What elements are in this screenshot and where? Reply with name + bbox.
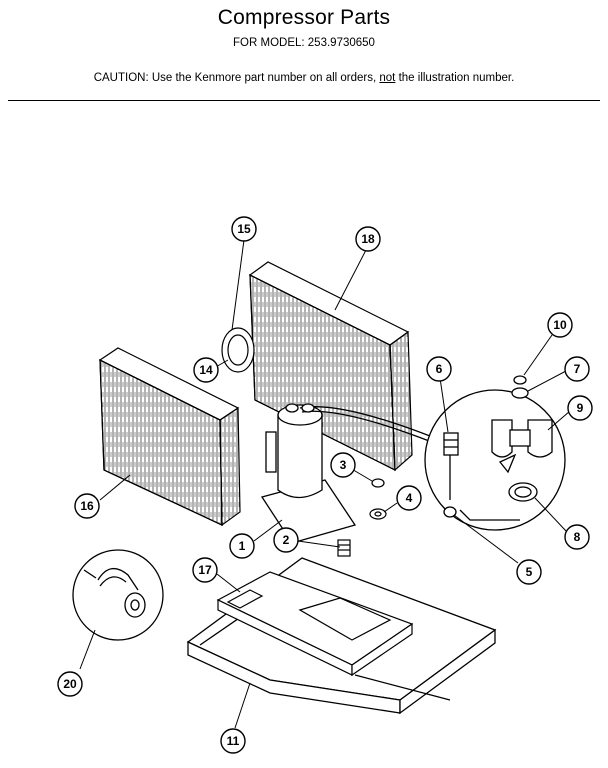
callout-11: 11 [220, 728, 246, 754]
callout-3: 3 [330, 452, 356, 478]
leader-lines [79, 239, 571, 729]
callout-label: 8 [574, 530, 581, 544]
callout-label: 2 [283, 533, 290, 547]
callout-2: 2 [273, 527, 299, 553]
terminal-detail [424, 375, 566, 531]
callout-20: 20 [57, 671, 83, 697]
callout-6: 6 [426, 356, 452, 382]
callout-label: 14 [199, 363, 213, 377]
caution-emphasis: not [379, 72, 396, 84]
callout-4: 4 [396, 485, 422, 511]
fan-shroud [221, 327, 255, 373]
caution-text: CAUTION: Use the Kenmore part number on … [93, 72, 380, 84]
callout-label: 5 [526, 565, 533, 579]
callout-label: 7 [574, 362, 581, 376]
callout-17: 17 [192, 557, 218, 583]
callout-label: 15 [237, 222, 251, 236]
callout-label: 20 [63, 677, 77, 691]
callout-10: 10 [547, 312, 573, 338]
callout-8: 8 [564, 524, 590, 550]
page-title: Compressor Parts [217, 6, 391, 29]
caution-text-end: the illustration number. [395, 72, 515, 84]
washers [369, 478, 387, 520]
callout-label: 9 [577, 401, 584, 415]
callout-1: 1 [229, 533, 255, 559]
grommet [337, 539, 351, 557]
callout-5: 5 [516, 559, 542, 585]
callout-label: 4 [406, 491, 413, 505]
callout-label: 10 [553, 318, 567, 332]
callout-label: 3 [340, 458, 347, 472]
callout-label: 11 [227, 734, 240, 748]
callout-16: 16 [74, 493, 100, 519]
model-number: FOR MODEL: 253.9730650 [233, 37, 375, 49]
callout-14: 14 [193, 357, 219, 383]
clamp-detail [72, 549, 164, 641]
callout-label: 1 [239, 539, 246, 553]
caution-note: CAUTION: Use the Kenmore part number on … [0, 72, 608, 84]
drain-pan [216, 571, 451, 701]
callout-9: 9 [567, 395, 593, 421]
callout-label: 17 [198, 563, 212, 577]
callout-label: 6 [436, 362, 443, 376]
header-divider [8, 100, 600, 101]
callout-18: 18 [355, 226, 381, 252]
evaporator-coil [98, 347, 241, 527]
callout-label: 18 [361, 232, 375, 246]
callout-15: 15 [231, 216, 257, 242]
callout-7: 7 [564, 356, 590, 382]
callout-label: 16 [80, 499, 94, 513]
compressor [260, 403, 443, 544]
